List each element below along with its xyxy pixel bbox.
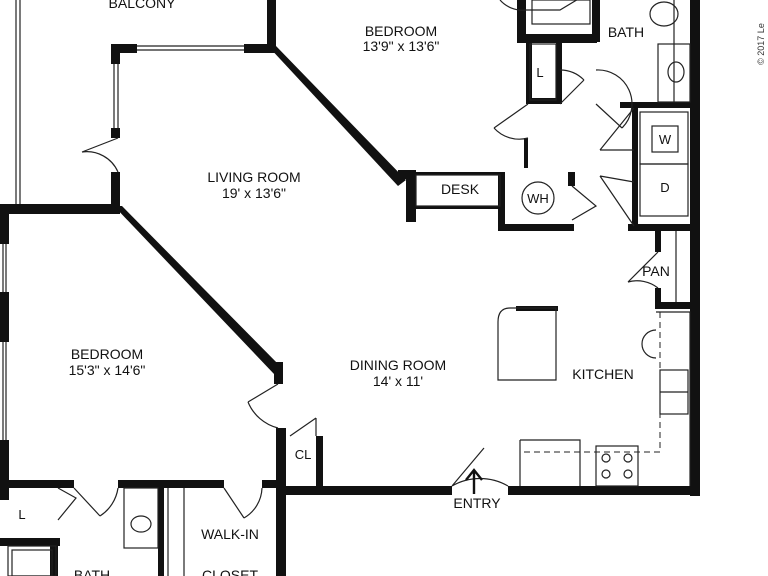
bedroom-top-label: BEDROOM xyxy=(365,23,437,39)
room-labels: BALCONY BEDROOM 13'9" x 13'6" BATH L LIV… xyxy=(18,0,766,576)
bedroom-left-size: 15'3" x 14'6" xyxy=(69,362,146,378)
fixtures xyxy=(7,0,691,576)
balcony-label: BALCONY xyxy=(109,0,177,11)
dining-room-label: DINING ROOM xyxy=(350,357,446,373)
living-room-label: LIVING ROOM xyxy=(207,169,300,185)
bath-top-label: BATH xyxy=(608,24,644,40)
bath-bottom-label: BATH xyxy=(74,567,110,576)
kitchen-label: KITCHEN xyxy=(572,366,633,382)
washer-label: W xyxy=(659,132,672,147)
walls xyxy=(0,0,700,576)
living-room-size: 19' x 13'6" xyxy=(222,185,286,201)
bedroom-top-size: 13'9" x 13'6" xyxy=(363,38,440,54)
closet-label: CL xyxy=(295,447,312,462)
pantry-label: PAN xyxy=(642,263,670,279)
walk-in-closet-label-2: CLOSET xyxy=(202,567,258,576)
bedroom-left-label: BEDROOM xyxy=(71,346,143,362)
windows xyxy=(2,0,677,576)
copyright-text: © 2017 Le xyxy=(756,23,766,65)
linen-top-label: L xyxy=(536,65,543,80)
entry-arrow-icon xyxy=(465,468,483,494)
desk-label: DESK xyxy=(441,181,480,197)
dryer-label: D xyxy=(660,180,669,195)
linen-bottom-label: L xyxy=(18,507,25,522)
doors xyxy=(57,0,659,521)
dining-room-size: 14' x 11' xyxy=(373,373,423,389)
entry-label: ENTRY xyxy=(453,495,501,511)
water-heater-label: WH xyxy=(527,191,549,206)
walk-in-closet-label: WALK-IN xyxy=(201,526,259,542)
